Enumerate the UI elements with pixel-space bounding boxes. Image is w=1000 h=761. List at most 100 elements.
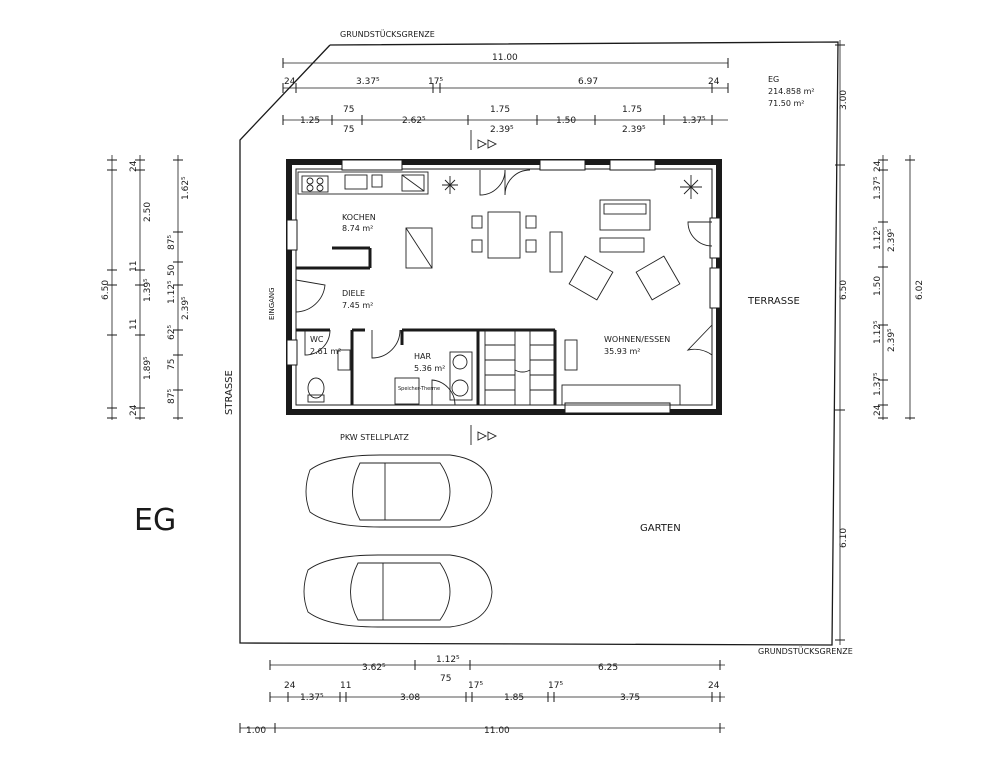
- dim-left-r2-sub-0: 2.39⁵: [181, 296, 191, 320]
- dim-top-r2-2: 2.62⁵: [402, 116, 426, 126]
- dim-top-r2-6: 1.37⁵: [682, 116, 706, 126]
- dim-right-in-2: 1.12⁵: [873, 226, 883, 250]
- car-bottom: [303, 554, 493, 628]
- car-top: [305, 454, 493, 528]
- dim-right-in-1: 1.37⁵: [873, 176, 883, 200]
- dim-bottom-r2-3: 3.08: [400, 693, 420, 703]
- dim-top-r2-sub-0: 75: [343, 125, 354, 135]
- dim-bottom-left: 1.00: [246, 726, 266, 736]
- room-har-area: 5.36 m²: [414, 364, 445, 373]
- street-label: STRASSE: [224, 370, 235, 415]
- dim-right-in-4: 1.12⁵: [873, 320, 883, 344]
- dim-left-r2-2: 50: [167, 264, 177, 276]
- dim-bottom-r2-4: 17⁵: [468, 681, 483, 691]
- dim-left-r2-3: 1.12⁵: [167, 280, 177, 304]
- room-wc-name: WC: [310, 335, 324, 344]
- room-kochen-name: KOCHEN: [342, 213, 376, 222]
- dim-bottom-r2-7: 3.75: [620, 693, 640, 703]
- dim-bottom-r1-1: 1.12⁵: [436, 655, 460, 665]
- dim-top-r2-sub-1: 2.39⁵: [490, 125, 514, 135]
- dim-right-in-3: 1.50: [873, 276, 883, 296]
- area-summary-title: EG: [768, 75, 779, 84]
- dim-top-r2-sub-2: 2.39⁵: [622, 125, 646, 135]
- dim-top-r2-4: 1.50: [556, 116, 576, 126]
- parking-label: PKW STELLPLATZ: [340, 433, 409, 442]
- dim-right-in-sub-0: 2.39⁵: [887, 228, 897, 252]
- room-diele-name: DIELE: [342, 289, 365, 298]
- dim-bottom-total: 11.00: [484, 726, 510, 736]
- area-summary-net: 71.50 m²: [768, 99, 804, 108]
- dim-left-r2-1: 87⁵: [167, 235, 177, 250]
- bathroom-fixtures: [307, 349, 473, 405]
- dim-right-outer: 6.02: [915, 280, 925, 300]
- dim-right-total: 6.50: [839, 280, 849, 300]
- dim-bottom-r1-0: 3.62⁵: [362, 663, 386, 673]
- section-markers: [470, 130, 498, 445]
- entrance-label: EINGANG: [268, 287, 276, 320]
- dim-top-r1-4: 24: [708, 77, 720, 87]
- property-boundary: GRUNDSTÜCKSGRENZE GRUNDSTÜCKSGRENZE STRA…: [134, 29, 853, 656]
- area-summary-gross: 214.858 m²: [768, 87, 815, 96]
- dim-bottom-r2-5: 1.85: [504, 693, 524, 703]
- room-wohnen-area: 35.93 m²: [604, 347, 640, 356]
- floor-label: EG: [134, 503, 176, 538]
- dim-bottom-r2-8: 24: [708, 681, 720, 691]
- dim-top-r2-0: 1.25: [300, 116, 320, 126]
- dim-bottom-r2-6: 17⁵: [548, 681, 563, 691]
- dim-left-r1-6: 24: [129, 404, 139, 416]
- dim-top-r1-0: 24: [284, 77, 296, 87]
- kitchen-furniture: [297, 171, 433, 269]
- dim-top-r1-2: 17⁵: [428, 77, 443, 87]
- dim-right-bottom: 6.10: [839, 528, 849, 548]
- dimensions-bottom: 3.62⁵ 1.12⁵ 75 6.25 24 1.37⁵ 11 3.08 17⁵…: [240, 655, 725, 736]
- dim-left-r2-6: 87⁵: [167, 389, 177, 404]
- dim-right-top: 3.00: [839, 90, 849, 110]
- dim-top-r1-3: 6.97: [578, 77, 598, 87]
- area-summary: EG 214.858 m² 71.50 m²: [768, 75, 815, 108]
- dim-bottom-r2-1: 1.37⁵: [300, 693, 324, 703]
- dim-left-r1-1: 2.50: [143, 202, 153, 222]
- dim-right-in-6: 24: [873, 404, 883, 416]
- dim-right-in-5: 1.37⁵: [873, 372, 883, 396]
- interior-walls: [296, 246, 557, 405]
- plants: [442, 175, 702, 199]
- staircase: [484, 329, 556, 406]
- dim-left-r1-2: 11: [129, 261, 139, 272]
- room-kochen-area: 8.74 m²: [342, 224, 373, 233]
- boundary-label-top: GRUNDSTÜCKSGRENZE: [340, 29, 435, 39]
- dim-bottom-r1-2: 6.25: [598, 663, 618, 673]
- dimensions-right: 3.00 6.50 6.10 6.02 24 1.37⁵ 1.12⁵ 1.50 …: [839, 40, 925, 645]
- doors: [295, 169, 713, 406]
- dim-bottom-r2-2: 11: [340, 681, 351, 691]
- dimensions-left: 6.50 24 2.50 11 1.39⁵ 11 1.89⁵ 24 1.62⁵ …: [101, 155, 191, 420]
- dim-left-r1-4: 11: [129, 319, 139, 330]
- dim-left-r1-3: 1.39⁵: [143, 278, 153, 302]
- dim-right-in-sub-1: 2.39⁵: [887, 328, 897, 352]
- dimension-ticks: [107, 44, 915, 733]
- dim-right-in-0: 24: [873, 160, 883, 172]
- room-wohnen-name: WOHNEN/ESSEN: [604, 335, 670, 344]
- boundary-label-bottom: GRUNDSTÜCKSGRENZE: [758, 646, 853, 656]
- room-wc-area: 2.61 m²: [310, 347, 341, 356]
- dim-left-total: 6.50: [101, 280, 111, 300]
- dim-left-r2-0: 1.62⁵: [181, 176, 191, 200]
- dim-top-r2-5: 1.75: [622, 105, 642, 115]
- dim-top-total: 11.00: [492, 53, 518, 63]
- windows: [286, 159, 721, 414]
- dim-bottom-r2-0: 24: [284, 681, 296, 691]
- terrace-label: TERRASSE: [747, 296, 800, 307]
- dim-left-r2-4: 62⁵: [167, 325, 177, 340]
- dim-left-r1-5: 1.89⁵: [143, 356, 153, 380]
- dimensions-top: 11.00 24 3.37⁵ 17⁵ 6.97 24 1.25 75 2.62⁵…: [283, 53, 728, 135]
- dim-bottom-r1-sub: 75: [440, 674, 451, 684]
- utility-note: Speicher-Therme: [398, 386, 440, 392]
- room-labels: KOCHEN 8.74 m² DIELE 7.45 m² WC 2.61 m² …: [268, 213, 670, 392]
- room-har-name: HAR: [414, 352, 431, 361]
- dim-left-r1-0: 24: [129, 160, 139, 172]
- room-diele-area: 7.45 m²: [342, 301, 373, 310]
- dim-left-r2-5: 75: [167, 359, 177, 370]
- garden-label: GARTEN: [640, 523, 681, 534]
- dim-top-r2-1: 75: [343, 105, 354, 115]
- dim-top-r2-3: 1.75: [490, 105, 510, 115]
